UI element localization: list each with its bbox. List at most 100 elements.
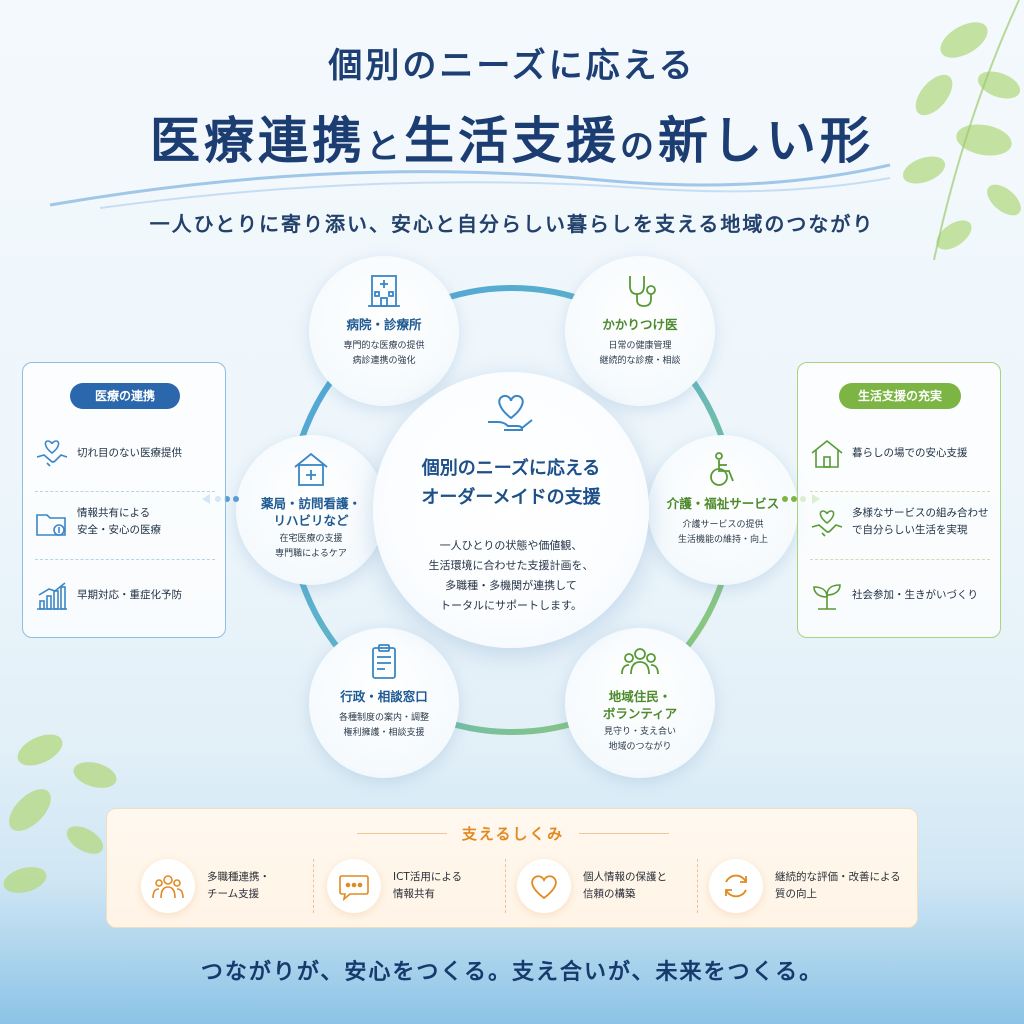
node-admin-title: 行政・相談窓口: [340, 689, 428, 704]
list-item: 暮らしの場での安心支援: [810, 435, 994, 475]
node-admin-desc-line: 権利擁護・相談支援: [343, 728, 425, 738]
support-item-line: ICT活用による: [393, 871, 463, 883]
node-admin-desc-line: 各種制度の案内・調整: [338, 713, 429, 723]
node-admin: 行政・相談窓口 各種制度の案内・調整 権利擁護・相談支援: [309, 628, 459, 778]
list-item: 社会参加・生きがいづくり: [810, 577, 994, 617]
node-care-title: 介護・福祉サービス: [666, 496, 780, 511]
support-icon-circle: [709, 859, 763, 913]
title-part-no: の: [620, 127, 658, 167]
node-care-desc-line: 生活機能の維持・向上: [677, 535, 768, 545]
divider: [505, 859, 506, 913]
stethoscope-icon: [629, 276, 656, 307]
title-part-medical: 医療連携: [150, 111, 366, 170]
wheelchair-icon: [710, 452, 734, 486]
list-item: 早期対応・重症化予防: [35, 577, 219, 617]
support-item-text: 個人情報の保護と 信頼の構築: [583, 869, 693, 903]
support-item-line: 情報共有: [393, 888, 435, 900]
node-admin-desc: 各種制度の案内・調整 権利擁護・相談支援: [309, 711, 459, 741]
support-icon-circle: [327, 859, 381, 913]
support-item-line: 質の向上: [775, 888, 817, 900]
support-item-text: 多職種連携・ チーム支援: [207, 869, 317, 903]
support-item-line: 継続的な評価・改善による: [775, 871, 901, 883]
title-part-life: 生活支援: [404, 111, 620, 170]
clipboard-icon: [372, 644, 396, 679]
center-title-line: 個別のニーズに応える: [421, 458, 601, 479]
title-part-new: 新しい形: [658, 111, 874, 170]
title-line-2: 医療連携と生活支援の新しい形: [0, 101, 1024, 173]
list-item-line: 情報共有による: [77, 507, 151, 519]
center-title-line: オーダーメイドの支援: [421, 487, 601, 508]
node-doctor-desc-line: 継続的な診療・相談: [599, 356, 681, 366]
handshake-heart-icon: [811, 510, 843, 537]
hospital-icon: [368, 275, 400, 307]
support-icon-circle: [141, 859, 195, 913]
subtitle: 一人ひとりに寄り添い、安心と自分らしい暮らしを支える地域のつながり: [149, 212, 875, 236]
list-item-line: 安全・安心の医療: [77, 524, 161, 536]
node-doctor-title: かかりつけ医: [602, 317, 678, 332]
node-pharmacy-desc: 在宅医療の支援 専門職によるケア: [236, 532, 386, 562]
node-community: 地域住民・ ボランティア 見守り・支え合い 地域のつながり: [565, 628, 715, 778]
list-item-line: 多様なサービスの組み合わせ: [852, 507, 989, 519]
list-item-text: 早期対応・重症化予防: [77, 589, 182, 601]
support-item-line: 多職種連携・: [207, 871, 270, 883]
node-care-desc-line: 介護サービスの提供: [682, 520, 764, 530]
list-item-text: 暮らしの場での安心支援: [852, 447, 968, 459]
divider: [579, 833, 669, 834]
divider: [810, 559, 990, 560]
center-circle: 個別のニーズに応える オーダーメイドの支援 一人ひとりの状態や価値観、 生活環境…: [373, 372, 649, 648]
node-doctor-desc-line: 日常の健康管理: [608, 341, 672, 351]
node-hospital-desc: 専門的な医療の提供 病診連携の強化: [309, 339, 459, 369]
sprout-icon: [813, 584, 841, 610]
title-swoosh-decoration: [49, 163, 891, 209]
node-community-title: 地域住民・ ボランティア: [565, 688, 715, 722]
node-hospital-desc-line: 病診連携の強化: [352, 356, 416, 366]
cycle-icon: [725, 874, 747, 898]
list-item: 多様なサービスの組み合わせ で自分らしい生活を実現: [810, 505, 994, 545]
node-community-desc-line: 地域のつながり: [608, 742, 672, 752]
support-item-line: 信頼の構築: [583, 888, 636, 900]
medical-house-icon: [294, 452, 328, 486]
heart-hands-icon: [488, 394, 533, 431]
center-title: 個別のニーズに応える オーダーメイドの支援: [373, 454, 649, 512]
divider: [35, 559, 215, 560]
list-item-text: 多様なサービスの組み合わせ で自分らしい生活を実現: [852, 505, 998, 539]
support-item-line: 個人情報の保護と: [583, 871, 667, 883]
life-support-title: 生活支援の充実: [839, 383, 961, 409]
divider: [810, 491, 990, 492]
support-item: 多職種連携・ チーム支援: [107, 857, 297, 915]
support-item-text: ICT活用による 情報共有: [393, 869, 503, 903]
medical-cooperation-title: 医療の連携: [70, 383, 180, 409]
list-item-text: 情報共有による 安全・安心の医療: [77, 505, 223, 539]
divider: [697, 859, 698, 913]
node-pharmacy-title-line: リハビリなど: [273, 513, 349, 528]
support-icon-circle: [517, 859, 571, 913]
footer-slogan: つながりが、安心をつくる。支え合いが、未来をつくる。: [200, 959, 824, 985]
node-care: 介護・福祉サービス 介護サービスの提供 生活機能の維持・向上: [648, 435, 798, 585]
divider: [357, 833, 447, 834]
bar-chart-icon: [37, 582, 67, 610]
house-icon: [811, 439, 843, 468]
center-desc-line: 多職種・多機関が連携して: [445, 579, 577, 592]
node-hospital-desc-line: 専門的な医療の提供: [343, 341, 425, 351]
divider: [35, 491, 215, 492]
list-item-line: で自分らしい生活を実現: [852, 524, 968, 536]
center-desc-line: 生活環境に合わせた支援計画を、: [428, 559, 594, 572]
node-community-title-line: 地域住民・: [608, 689, 672, 704]
center-description: 一人ひとりの状態や価値観、 生活環境に合わせた支援計画を、 多職種・多機関が連携…: [373, 536, 649, 616]
life-support-panel: 生活支援の充実 暮らしの場での安心支援 多様なサービスの組み合わせ で自分らしい…: [797, 362, 1001, 638]
support-title: 支えるしくみ: [461, 825, 565, 843]
chat-bubble-icon: [339, 875, 369, 902]
support-item-line: チーム支援: [207, 888, 260, 900]
team-icon: [152, 875, 184, 899]
node-community-desc: 見守り・支え合い 地域のつながり: [565, 725, 715, 755]
node-pharmacy-desc-line: 在宅医療の支援: [279, 534, 343, 544]
list-item: 情報共有による 安全・安心の医療: [35, 505, 219, 545]
support-item: ICT活用による 情報共有: [293, 857, 483, 915]
node-community-desc-line: 見守り・支え合い: [603, 727, 676, 737]
node-doctor: かかりつけ医 日常の健康管理 継続的な診療・相談: [565, 256, 715, 406]
support-item-text: 継続的な評価・改善による 質の向上: [775, 869, 915, 903]
title-part-to: と: [366, 127, 404, 167]
support-mechanism-box: 支えるしくみ 多職種連携・ チーム支援 ICT活用による 情報共有: [106, 808, 918, 928]
list-item-text: 社会参加・生きがいづくり: [852, 589, 978, 601]
people-group-icon: [621, 648, 659, 675]
